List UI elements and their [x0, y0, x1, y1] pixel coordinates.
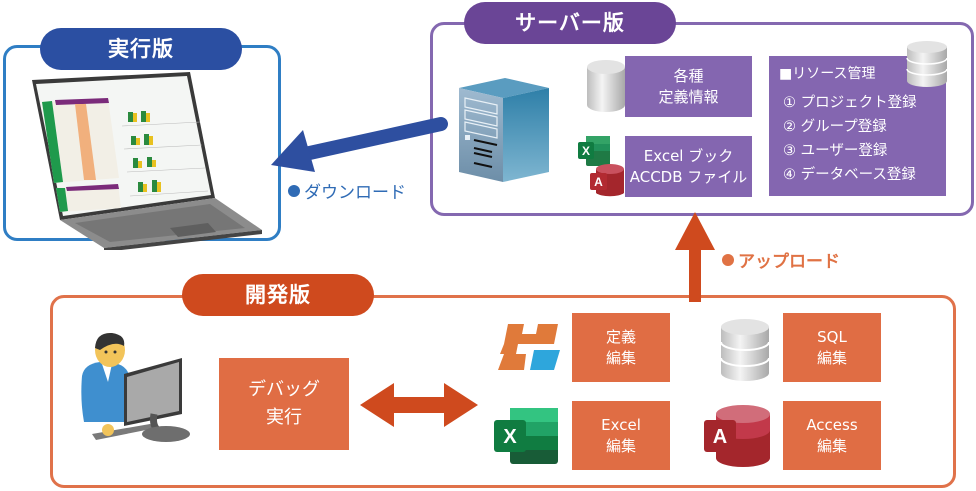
download-label: ダウンロード — [288, 178, 406, 203]
developer-at-pc-icon — [81, 332, 190, 442]
download-arrow — [271, 117, 448, 172]
app-logo-icon — [498, 324, 560, 370]
database-icon — [720, 319, 770, 381]
svg-text:A: A — [713, 426, 727, 448]
access-icon: A — [590, 164, 624, 197]
server-edition-title: サーバー版 — [464, 2, 676, 44]
upload-label: アップロード — [722, 247, 840, 272]
svg-text:X: X — [503, 426, 517, 448]
bullet-icon — [288, 185, 300, 197]
excel-edit-box: Excel 編集 — [572, 401, 670, 470]
resource-item: ③ ユーザー登録 — [783, 143, 888, 159]
bullet-icon — [722, 254, 734, 266]
resource-item: ① プロジェクト登録 — [783, 95, 917, 111]
definition-edit-box: 定義 編集 — [572, 313, 670, 382]
svg-text:A: A — [594, 175, 603, 189]
resource-item: ② グループ登録 — [783, 119, 887, 135]
exec-edition-title: 実行版 — [40, 28, 242, 70]
server-tower-icon — [459, 78, 549, 182]
resource-management-title: ■リソース管理 — [779, 66, 876, 82]
upload-arrow — [675, 212, 715, 302]
svg-text:X: X — [582, 144, 590, 158]
excel-accdb-files-box: Excel ブック ACCDB ファイル — [625, 136, 752, 197]
resource-item: ④ データベース登録 — [783, 167, 916, 183]
sql-edit-box: SQL 編集 — [783, 313, 881, 382]
database-stack-icon — [906, 41, 948, 87]
debug-run-box: デバッグ 実行 — [219, 358, 349, 450]
resource-management-box: ■リソース管理 ① プロジェクト登録 ② グループ登録 ③ ユーザー登録 ④ デ… — [769, 56, 946, 196]
excel-icon: X — [494, 408, 558, 464]
database-icon — [587, 60, 625, 112]
access-icon: A — [704, 405, 770, 467]
definition-info-box: 各種 定義情報 — [625, 56, 752, 117]
dev-edition-title: 開発版 — [182, 274, 374, 316]
bidirectional-arrow — [360, 383, 478, 427]
access-edit-box: Access 編集 — [783, 401, 881, 470]
excel-icon: X — [578, 136, 610, 166]
laptop-icon — [32, 72, 262, 250]
